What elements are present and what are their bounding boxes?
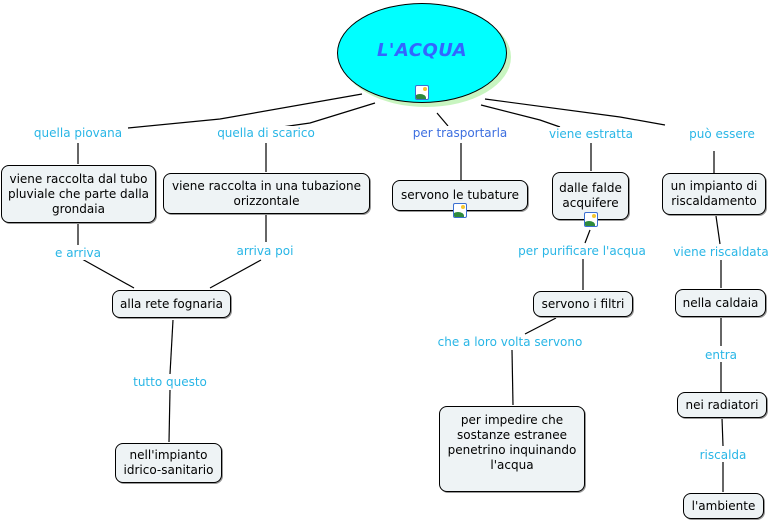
edge-e-arriva-rete	[81, 258, 135, 289]
edge-che-a-loro-impedire	[511, 349, 514, 406]
node-radiatori[interactable]: nei radiatori	[677, 392, 767, 418]
edge-root-quella-piovana	[127, 93, 363, 129]
node-impianto-riscaldamento[interactable]: un impianto di riscaldamento	[662, 173, 766, 215]
link-riscalda[interactable]: riscalda	[697, 448, 749, 462]
edge-filtri-che-a-loro	[524, 317, 557, 335]
link-entra[interactable]: entra	[703, 348, 739, 362]
edge-root-viene-estratta	[480, 104, 561, 128]
edge-rete-tutto-questo	[169, 319, 174, 375]
image-icon[interactable]	[584, 212, 598, 227]
link-viene-riscaldata[interactable]: viene riscaldata	[671, 245, 771, 259]
link-per-purificare[interactable]: per purificare l'acqua	[516, 244, 648, 258]
link-arriva-poi[interactable]: arriva poi	[234, 244, 296, 258]
node-rete-fognaria[interactable]: alla rete fognaria	[112, 290, 231, 318]
edge-radiatori-riscalda	[721, 417, 724, 447]
image-icon[interactable]	[453, 203, 467, 218]
root-title: L'ACQUA	[376, 40, 468, 61]
image-icon[interactable]	[415, 85, 429, 100]
link-e-arriva[interactable]: e arriva	[53, 246, 103, 260]
edge-arriva-poi-rete	[209, 259, 262, 289]
edge-root-per-trasportarla	[436, 112, 449, 127]
link-quella-piovana[interactable]: quella piovana	[31, 126, 125, 140]
node-ambiente[interactable]: l'ambiente	[683, 493, 764, 519]
link-puo-essere[interactable]: può essere	[687, 127, 757, 141]
edge-tutto-questo-impianto	[168, 389, 171, 443]
node-tubature[interactable]: servono le tubature	[392, 180, 528, 211]
node-impedire[interactable]: per impedire che sostanze estranee penet…	[439, 406, 585, 492]
node-tubo-pluviale[interactable]: viene raccolta dal tubo pluviale che par…	[1, 165, 156, 223]
root-concept[interactable]: L'ACQUA	[337, 3, 507, 103]
node-caldaia[interactable]: nella caldaia	[675, 289, 766, 317]
edge-impianto-viene-riscaldata	[715, 215, 721, 245]
node-falde-acquifere[interactable]: dalle falde acquifere	[552, 172, 629, 220]
node-impianto-idrico-sanitario[interactable]: nell'impianto idrico-sanitario	[115, 443, 222, 483]
link-tutto-questo[interactable]: tutto questo	[131, 375, 209, 389]
edge-root-puo-essere	[484, 98, 666, 126]
edge-falde-purificare	[584, 229, 591, 244]
link-quella-di-scarico[interactable]: quella di scarico	[215, 126, 317, 140]
link-viene-estratta[interactable]: viene estratta	[546, 127, 636, 141]
link-per-trasportarla[interactable]: per trasportarla	[410, 126, 510, 140]
node-filtri[interactable]: servono i filtri	[533, 291, 633, 317]
node-tubazione-orizzontale[interactable]: viene raccolta in una tubazione orizzont…	[163, 173, 370, 214]
link-che-a-loro-volta[interactable]: che a loro volta servono	[435, 335, 585, 349]
